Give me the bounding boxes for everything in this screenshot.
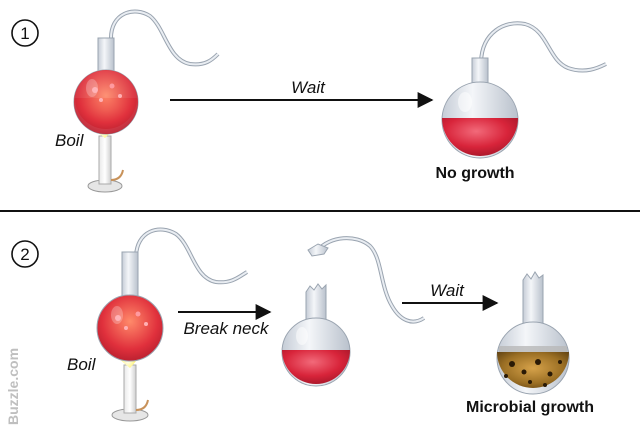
step-2-badge: 2 xyxy=(11,240,39,268)
svg-text:1: 1 xyxy=(20,24,29,43)
wait-label-1: Wait xyxy=(291,78,326,97)
result-label-1: No growth xyxy=(435,165,514,182)
wait-label-2: Wait xyxy=(430,281,465,300)
svg-text:2: 2 xyxy=(20,245,29,264)
watermark: Buzzle.com xyxy=(5,348,21,425)
break-neck-label: Break neck xyxy=(183,319,270,338)
result-label-2: Microbial growth xyxy=(466,399,594,416)
swan-neck-flask-icon xyxy=(96,227,249,362)
bunsen-burner-icon xyxy=(111,364,149,422)
panel-1: 1 Boil Wait xyxy=(11,9,607,193)
broken-neck-flask-icon xyxy=(281,283,351,387)
neck-fragment-icon xyxy=(307,236,426,324)
swan-neck-flask-icon xyxy=(441,21,607,159)
swan-neck-flask-icon xyxy=(73,9,220,135)
step-1-badge: 1 xyxy=(11,19,39,47)
boil-label-1: Boil xyxy=(55,131,85,150)
panel-2: 2 Boil Break neck xyxy=(11,227,594,422)
bunsen-burner-icon xyxy=(87,135,124,193)
boil-label-2: Boil xyxy=(67,355,97,374)
broken-neck-flask-icon xyxy=(496,271,570,395)
